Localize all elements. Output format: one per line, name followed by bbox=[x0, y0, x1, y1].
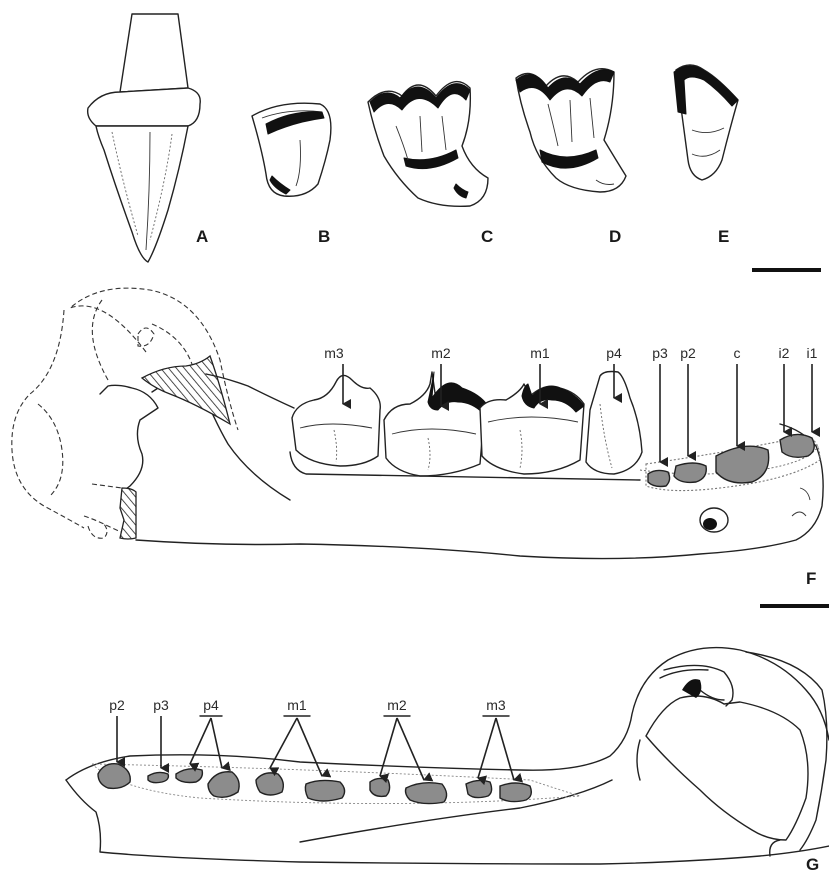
label-g-m2: m2 bbox=[387, 697, 407, 713]
label-f-p4: p4 bbox=[606, 345, 622, 361]
label-f-p2: p2 bbox=[680, 345, 696, 361]
tooth-a-drawing bbox=[88, 14, 201, 262]
label-g-p3: p3 bbox=[153, 697, 169, 713]
label-g-p2: p2 bbox=[109, 697, 125, 713]
tooth-d-drawing bbox=[516, 69, 626, 192]
label-f-m1: m1 bbox=[530, 345, 550, 361]
panel-label-a: A bbox=[196, 227, 208, 246]
label-f-c: c bbox=[734, 345, 741, 361]
mandible-lateral-drawing bbox=[12, 288, 823, 558]
panel-label-g: G bbox=[806, 855, 819, 874]
label-f-m2: m2 bbox=[431, 345, 451, 361]
label-f-i2: i2 bbox=[779, 345, 790, 361]
tooth-e-drawing bbox=[674, 65, 738, 180]
label-g-m1: m1 bbox=[287, 697, 307, 713]
label-f-m3: m3 bbox=[324, 345, 344, 361]
tooth-c-drawing bbox=[368, 82, 488, 207]
label-g-p4: p4 bbox=[203, 697, 219, 713]
panel-label-c: C bbox=[481, 227, 493, 246]
label-f-i1: i1 bbox=[807, 345, 818, 361]
panel-label-d: D bbox=[609, 227, 621, 246]
panel-label-f: F bbox=[806, 569, 816, 588]
arrows-panel-g bbox=[117, 716, 514, 780]
panel-label-e: E bbox=[718, 227, 729, 246]
label-f-p3: p3 bbox=[652, 345, 668, 361]
mandible-occlusal-drawing bbox=[66, 648, 829, 864]
tooth-b-drawing bbox=[252, 103, 331, 196]
panel-label-b: B bbox=[318, 227, 330, 246]
label-g-m3: m3 bbox=[486, 697, 506, 713]
